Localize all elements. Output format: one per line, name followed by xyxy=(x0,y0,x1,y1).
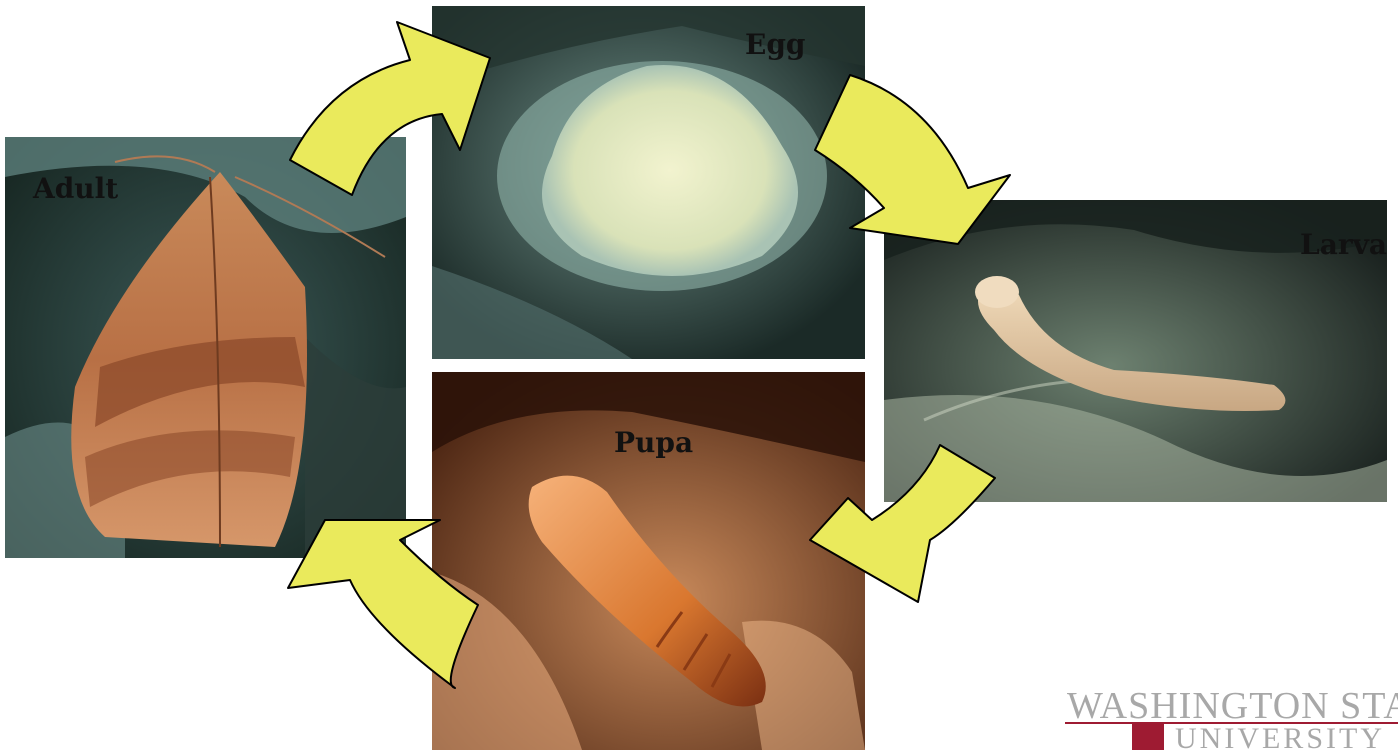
stage-label-adult: Adult xyxy=(33,172,118,205)
stage-label-pupa: Pupa xyxy=(614,426,693,459)
wsu-logo: WASHINGTON STATE UNIVERSITY xyxy=(1065,680,1398,750)
wsu-seal-icon xyxy=(1132,723,1164,750)
logo-line-2: UNIVERSITY xyxy=(1175,722,1385,750)
stage-label-egg: Egg xyxy=(745,28,806,61)
stage-label-larva: Larva xyxy=(1300,228,1387,261)
